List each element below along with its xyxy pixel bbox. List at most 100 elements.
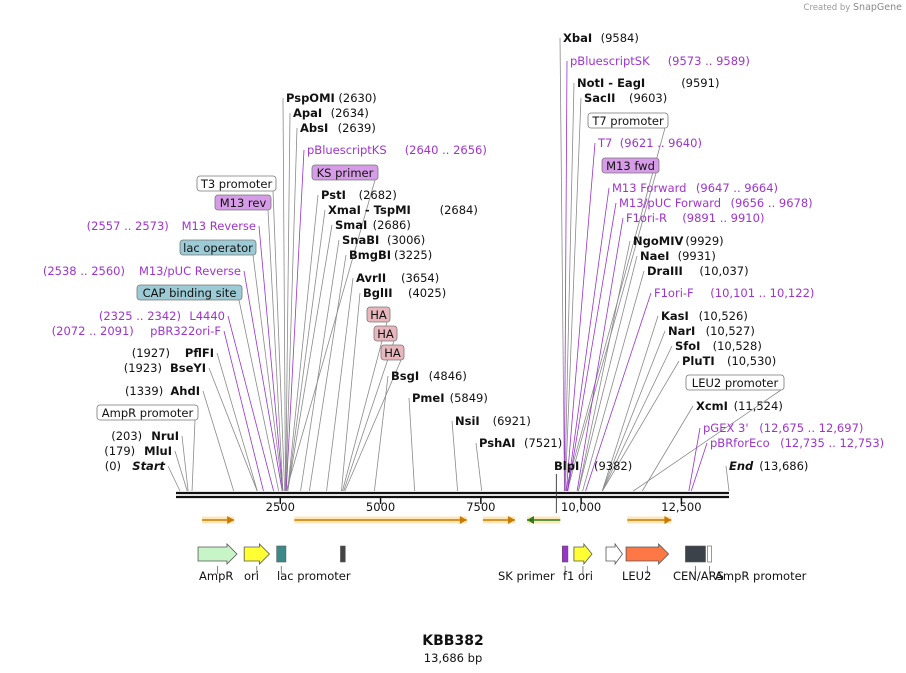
site-name: PspOMI bbox=[286, 91, 335, 105]
site-position: (9931) bbox=[678, 249, 716, 263]
leader-line bbox=[601, 345, 673, 492]
site-name: F1ori-F bbox=[654, 286, 694, 300]
axis-tick-label: 7500 bbox=[466, 500, 495, 514]
plasmid-length: 13,686 bp bbox=[423, 651, 483, 665]
feature-label: AmpR promoter bbox=[715, 569, 807, 583]
leader-line bbox=[577, 240, 631, 492]
feature-label: AmpR bbox=[199, 569, 233, 583]
leader-line bbox=[227, 315, 274, 492]
site-position: (13,686) bbox=[759, 459, 808, 473]
site-name: PflFI bbox=[185, 346, 214, 360]
site-m13-forward: M13 Forward(9647 .. 9664) bbox=[566, 181, 778, 492]
site-position: (1927) bbox=[132, 346, 170, 360]
site-absi: AbsI(2639) bbox=[285, 121, 376, 492]
site-name: End bbox=[729, 459, 754, 473]
site-box-label: AmpR promoter bbox=[102, 406, 194, 420]
leader-line bbox=[267, 209, 284, 492]
feature-label: lac promoter bbox=[277, 569, 351, 583]
site-name: DraIII bbox=[647, 264, 683, 278]
site-smai: SmaI(2686) bbox=[287, 218, 411, 492]
site-name: NsiI bbox=[455, 414, 480, 428]
site-position: (9603) bbox=[629, 91, 667, 105]
site-box bbox=[366, 306, 391, 323]
site-position: (1339) bbox=[125, 384, 163, 398]
feature-shape bbox=[707, 545, 712, 563]
site-position: (0) bbox=[105, 459, 121, 473]
site-name: XmaI - TspMI bbox=[328, 203, 411, 217]
leader-line bbox=[633, 389, 782, 492]
site-name: PshAI bbox=[479, 436, 515, 450]
leader-line bbox=[565, 127, 666, 492]
site-name: PmeI bbox=[412, 391, 445, 405]
site-box-label: T7 promoter bbox=[591, 114, 664, 128]
leader-line bbox=[344, 359, 402, 492]
leader-line bbox=[285, 127, 298, 492]
site-kasi: KasI(10,526) bbox=[601, 309, 748, 492]
leader-line bbox=[577, 255, 638, 492]
leader-line bbox=[601, 330, 666, 492]
site-end: End (13,686) bbox=[725, 459, 808, 492]
site-name: AvrII bbox=[356, 271, 386, 285]
site-nari: NarI(10,527) bbox=[601, 324, 755, 492]
site-position: (3006) bbox=[387, 233, 425, 247]
feature-shape bbox=[685, 545, 706, 563]
site-name: PluTI bbox=[682, 354, 715, 368]
site-position: (4025) bbox=[408, 286, 446, 300]
site-position: (12,735 .. 12,753) bbox=[780, 436, 884, 450]
feature-ori: ori bbox=[243, 543, 271, 583]
leader-line bbox=[308, 254, 347, 492]
site-name: M13/pUC Reverse bbox=[139, 264, 241, 278]
site-position: (9656 .. 9678) bbox=[731, 196, 813, 210]
site-name: pBluescriptSK bbox=[570, 54, 650, 68]
leader-line bbox=[191, 419, 196, 492]
feature-leu2: LEU2 bbox=[622, 543, 670, 583]
orf-arrowhead bbox=[507, 516, 515, 524]
axis-tick-label: 10,000 bbox=[561, 500, 601, 514]
site-position: (2538 .. 2560) bbox=[43, 264, 125, 278]
site-ha-1: HA bbox=[342, 306, 391, 492]
site-position: (10,037) bbox=[699, 264, 748, 278]
site-box-label: LEU2 promoter bbox=[692, 376, 779, 390]
feature-ars-arrow bbox=[605, 542, 623, 566]
site-name: SfoI bbox=[675, 339, 700, 353]
site-pshai: PshAI(7521) bbox=[475, 436, 562, 492]
site-t7: T7(9621 .. 9640) bbox=[565, 136, 702, 492]
site-position: (9929) bbox=[685, 234, 723, 248]
site-position: (1923) bbox=[124, 361, 162, 375]
site-position: (6921) bbox=[493, 414, 531, 428]
site-noti-eagi: NotI - EagI(9591) bbox=[564, 76, 719, 492]
site-box-label: HA bbox=[384, 346, 401, 360]
site-t7-promoter: T7 promoter bbox=[565, 112, 669, 492]
site-t3-promoter: T3 promoter bbox=[196, 175, 286, 492]
snapgene-logo-text: SnapGene bbox=[853, 2, 902, 13]
leader-line bbox=[567, 202, 617, 492]
feature-sk-primer: SK primer bbox=[498, 545, 569, 583]
site-m13-rev: M13 rev bbox=[214, 194, 284, 492]
site-apai: ApaI(2634) bbox=[285, 106, 369, 492]
site-position: (2686) bbox=[373, 218, 411, 232]
leader-line bbox=[564, 97, 582, 492]
leader-line bbox=[341, 292, 361, 492]
site-name: pBRforEco bbox=[710, 436, 770, 450]
site-name: pBR322ori-F bbox=[150, 324, 221, 338]
site-m13-puc-rev: M13/pUC Reverse (2538 .. 2560) bbox=[43, 264, 283, 492]
feature-label: ori bbox=[244, 569, 259, 583]
leader-line bbox=[287, 194, 319, 492]
site-box bbox=[373, 325, 398, 342]
site-box bbox=[179, 239, 257, 256]
site-pbr322ori: pBR322ori-F(2072 .. 2091) bbox=[52, 324, 264, 492]
site-pluti: PluTI(10,530) bbox=[602, 354, 776, 492]
feature-shape bbox=[605, 542, 623, 566]
site-position: (11,524) bbox=[734, 399, 783, 413]
site-position: (12,675 .. 12,697) bbox=[759, 421, 863, 435]
leader-line bbox=[167, 465, 181, 492]
site-position: (2634) bbox=[331, 106, 369, 120]
feature-shape bbox=[625, 543, 670, 565]
leader-line bbox=[563, 60, 568, 492]
feature-ha-block bbox=[340, 545, 346, 563]
leader-line bbox=[408, 397, 416, 492]
site-name: F1ori-R bbox=[626, 211, 667, 225]
site-nsii: NsiI (6921) bbox=[451, 414, 531, 492]
leader-line bbox=[282, 97, 286, 492]
site-name: T7 bbox=[597, 136, 612, 150]
